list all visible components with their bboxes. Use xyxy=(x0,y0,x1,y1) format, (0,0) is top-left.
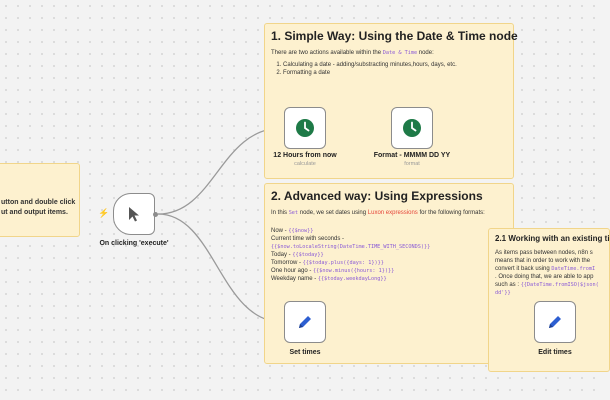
trigger-node[interactable] xyxy=(113,193,155,235)
list-item: Calculating a date - adding/substracting… xyxy=(283,61,507,69)
expression-line: Weekday name - {{$today.weekdayLong}} xyxy=(271,276,387,282)
trigger-node-label: On clicking 'execute' xyxy=(99,240,169,247)
edit-times-node[interactable] xyxy=(534,301,576,343)
sticky-text: such as : {{DateTime.fromISO($json( xyxy=(495,282,599,288)
expression-line: One hour ago - {{$now.minus({hours: 1})}… xyxy=(271,268,395,274)
date-time-format-node[interactable] xyxy=(391,107,433,149)
list-item: Formatting a date xyxy=(283,69,507,77)
sticky-text: . Once doing that, we are able to app xyxy=(495,274,594,280)
pencil-icon xyxy=(549,316,561,328)
calc-node-label: 12 Hours from now xyxy=(273,152,337,159)
sticky-note-existing-time[interactable]: 2.1 Working with an existing ti As items… xyxy=(488,228,610,372)
intro-note-line2: ut and output items. xyxy=(1,209,68,216)
sticky-note-simple-way[interactable]: 1. Simple Way: Using the Date & Time nod… xyxy=(264,23,518,179)
date-time-calculate-node[interactable] xyxy=(284,107,326,149)
sticky-text: dd'}} xyxy=(495,290,511,296)
expression-line: Now - {{$now}} xyxy=(271,228,314,234)
format-node-subtitle: format xyxy=(404,161,420,167)
sticky-title: 2.1 Working with an existing ti xyxy=(495,234,610,243)
sticky-title: 2. Advanced way: Using Expressions xyxy=(271,189,483,203)
sticky-intro: In this Set node, we set dates using Lux… xyxy=(271,210,485,216)
expression-line: Current time with seconds - xyxy=(271,236,345,242)
expression-line: Today - {{$today}} xyxy=(271,252,324,258)
calc-node-subtitle: calculate xyxy=(294,161,316,167)
expression-line: Tomorrow - {{$today.plus({days: 1})}} xyxy=(271,260,384,266)
sticky-text: As items pass between nodes, n8n s xyxy=(495,250,593,256)
sticky-note-intro[interactable]: utton and double click ut and output ite… xyxy=(0,163,80,237)
intro-note-line1: utton and double click xyxy=(1,199,76,206)
edit-node-label: Edit times xyxy=(538,349,572,356)
expression-line: {{$now.toLocaleString(DateTime.TIME_WITH… xyxy=(271,244,431,250)
clock-icon xyxy=(296,119,314,137)
output-handle[interactable] xyxy=(153,211,158,217)
clock-icon xyxy=(403,119,421,137)
format-node-label: Format - MMMM DD YY xyxy=(373,152,451,159)
cursor-icon xyxy=(129,207,139,222)
sticky-text: means that in order to work with the xyxy=(495,258,591,264)
wire-trigger-to-set xyxy=(157,213,283,323)
sticky-title: 1. Simple Way: Using the Date & Time nod… xyxy=(271,29,518,43)
pencil-icon xyxy=(299,316,311,328)
set-node-label: Set times xyxy=(289,349,321,356)
trigger-bolt-icon: ⚡ xyxy=(98,208,110,218)
sticky-text: convert it back using DateTime.fromI xyxy=(495,266,596,272)
luxon-link[interactable]: Luxon expressions xyxy=(367,210,418,216)
wire-trigger-to-calc xyxy=(157,127,283,215)
set-times-node[interactable] xyxy=(284,301,326,343)
sticky-intro: There are two actions available within t… xyxy=(271,50,434,56)
